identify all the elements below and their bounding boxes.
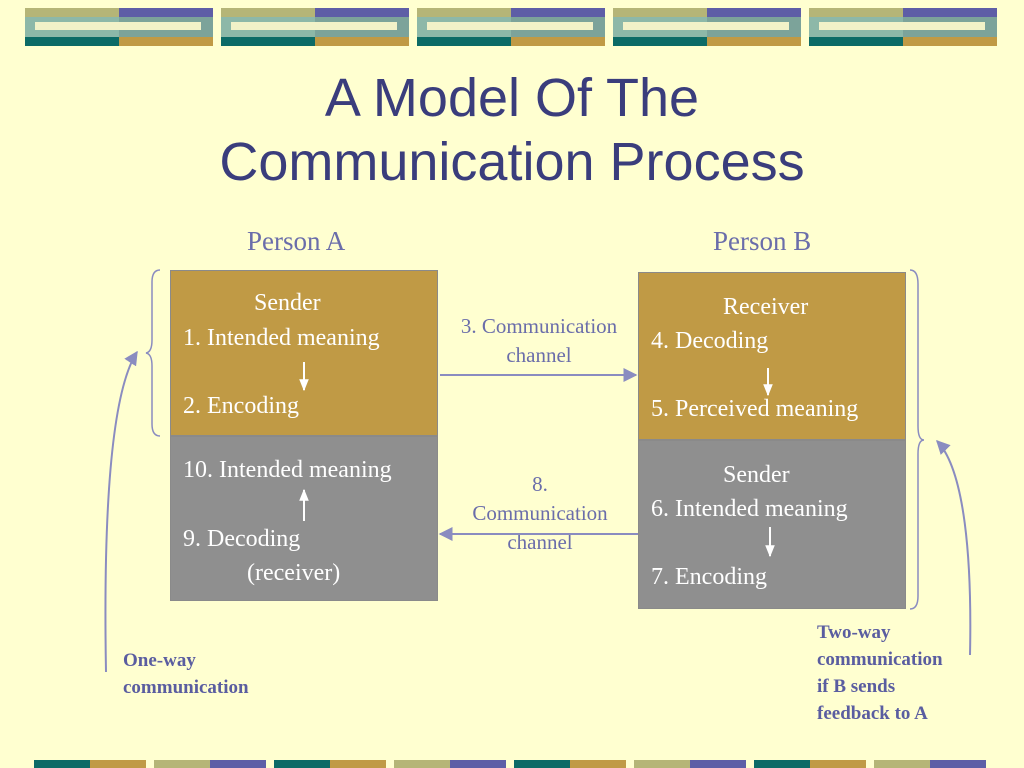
two-way-line1: Two-way (817, 622, 891, 643)
right-brace (909, 269, 925, 610)
decor-tile (613, 8, 801, 46)
channel-forward-label: 3. Communication channel (440, 312, 638, 370)
person-b-sender-box: Sender 6. Intended meaning 7. Encoding (638, 440, 906, 609)
a-step-9-note: (receiver) (247, 560, 341, 586)
b-step-4: 4. Decoding (651, 328, 769, 354)
decor-tile (417, 8, 605, 46)
decor-tile (809, 8, 997, 46)
one-way-line2: communication (123, 677, 249, 698)
a-step-1: 1. Intended meaning (183, 325, 380, 351)
slide-title-line2: Communication Process (219, 132, 805, 192)
b-step-7: 7. Encoding (651, 564, 767, 590)
b-step-6: 6. Intended meaning (651, 496, 848, 522)
a-step-2: 2. Encoding (183, 393, 299, 419)
two-way-line4: feedback to A (817, 703, 928, 724)
b-sender-heading: Sender (723, 462, 790, 488)
one-way-note: One-way communication (123, 647, 249, 701)
a-step-10: 10. Intended meaning (183, 457, 392, 483)
person-b-receiver-box: Receiver 4. Decoding 5. Perceived meanin… (638, 272, 906, 440)
left-brace (145, 269, 161, 437)
person-b-label: Person B (713, 226, 812, 256)
channel-back-line2: Communication (472, 501, 608, 525)
two-way-line3: if B sends (817, 676, 896, 697)
decor-tile (221, 8, 409, 46)
channel-back-line1: 8. (532, 472, 548, 496)
a-step-9: 9. Decoding (183, 526, 301, 552)
person-a-sender-box: Sender 1. Intended meaning 2. Encoding (170, 270, 438, 436)
channel-forward-line2: channel (506, 343, 572, 367)
b-step-5: 5. Perceived meaning (651, 396, 859, 422)
two-way-arrow (936, 439, 972, 656)
channel-forward-line1: 3. Communication (460, 314, 618, 338)
b-receiver-heading: Receiver (723, 294, 809, 320)
slide-title: A Model Of The Communication Process (0, 66, 1024, 194)
one-way-line1: One-way (123, 650, 196, 671)
slide-title-line1: A Model Of The (324, 68, 700, 128)
a-sender-heading: Sender (254, 290, 321, 316)
decor-tile (25, 8, 213, 46)
two-way-line2: communication (817, 649, 943, 670)
one-way-arrow (104, 350, 138, 673)
two-way-note: Two-way communication if B sends feedbac… (817, 619, 943, 727)
person-a-label: Person A (247, 226, 346, 256)
